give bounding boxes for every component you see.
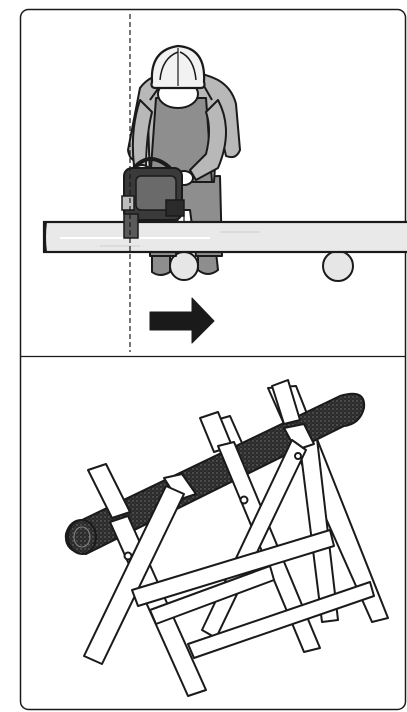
bolt-2 <box>239 495 249 505</box>
roller-right <box>322 250 354 282</box>
figure-frame <box>19 8 407 711</box>
sawhorse-brace-upper <box>131 529 335 607</box>
panel-sawhorse-log <box>64 379 389 697</box>
panel-chainsaw-cutting <box>42 14 407 352</box>
sawhorse-brace-center <box>149 565 275 625</box>
right-arrow-icon <box>149 297 215 344</box>
person-head <box>150 44 206 109</box>
log-beam <box>42 220 407 254</box>
chainsaw-bar <box>123 213 139 239</box>
boots <box>151 251 220 276</box>
bolt-1 <box>123 551 133 561</box>
sawhorse-leg-front-2a <box>217 441 321 653</box>
sawhorse-brace-lower <box>187 581 375 659</box>
bolt-3 <box>294 452 302 460</box>
chainsaw <box>121 157 185 221</box>
sawhorse-leg-front-1b <box>83 485 185 665</box>
